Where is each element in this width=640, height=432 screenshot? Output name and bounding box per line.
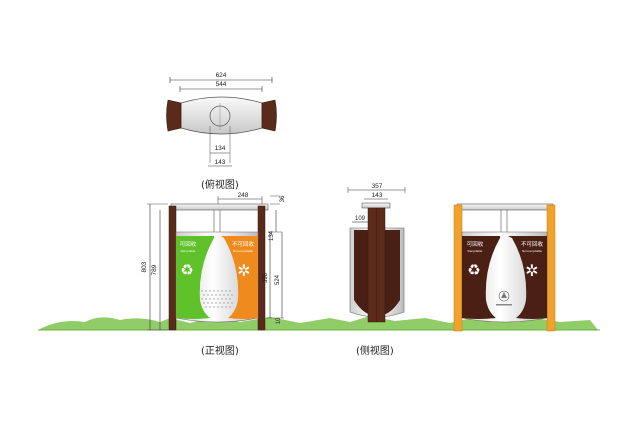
non-recyclable-label-cn: 不可回收 <box>232 240 255 248</box>
top-view: 624 544 134 143 <box>166 72 277 167</box>
dim-624: 624 <box>216 72 227 79</box>
dim-396: 396 <box>263 272 269 283</box>
render-left-post <box>453 204 463 332</box>
non-recyclable-panel <box>221 236 258 319</box>
render-top-cap <box>456 203 554 211</box>
render-recyclable-cn: 可回收 <box>467 240 484 248</box>
non-recyclable-label-en: Non-recyclable <box>233 249 253 253</box>
side-top-cap <box>361 202 391 209</box>
non-recycle-icon: ✲ <box>237 263 250 280</box>
render-recycle-icon: ♻ <box>467 262 480 279</box>
dim-36: 36 <box>280 195 286 202</box>
side-view: 357 143 109 <box>347 183 406 323</box>
dim-143-side: 143 <box>372 192 383 199</box>
render-recyclable-panel <box>462 236 500 319</box>
render-non-recyclable-cn: 不可回收 <box>521 240 544 248</box>
recyclable-label-cn: 可回收 <box>180 240 197 248</box>
recyclable-panel <box>176 236 214 319</box>
perforation-dots <box>201 290 233 308</box>
caption-top-view: (俯视图) <box>201 180 239 191</box>
color-render-view: 可回收 Recyclable ♻ 不可回收 Non-recyclable ✲ <box>453 203 556 332</box>
top-right-post <box>261 99 277 132</box>
recyclable-label-en: Recyclable <box>181 249 196 253</box>
dim-109: 109 <box>355 216 366 222</box>
dim-544: 544 <box>216 81 227 88</box>
dim-803: 803 <box>141 261 148 272</box>
render-non-recyclable-panel <box>508 236 547 319</box>
emblem-logo <box>496 290 512 306</box>
dim-357: 357 <box>372 183 383 190</box>
caption-side-view: (侧视图) <box>356 346 394 357</box>
dim-524: 524 <box>275 274 281 285</box>
dim-248: 248 <box>238 192 249 199</box>
render-recyclable-en: Recyclable <box>468 249 483 253</box>
render-non-recyclable-en: Non-recyclable <box>522 249 542 253</box>
front-top-cap <box>170 203 269 211</box>
dim-10: 10 <box>276 317 282 324</box>
caption-front-view: (正视图) <box>201 346 239 357</box>
front-right-post <box>257 205 266 331</box>
recycle-icon: ♻ <box>180 262 193 279</box>
dim-134-front: 134 <box>269 230 275 241</box>
dim-143-top: 143 <box>215 159 226 166</box>
dim-134-top: 134 <box>215 145 226 152</box>
top-body <box>180 96 263 135</box>
render-non-recycle-icon: ✲ <box>525 263 538 280</box>
top-left-post <box>166 99 182 132</box>
front-left-post <box>168 205 177 331</box>
dim-789: 789 <box>151 264 158 275</box>
front-view: 可回收 Recyclable ♻ 不可回收 Non-recyclable ✲ 2… <box>141 192 286 331</box>
render-right-post <box>546 204 556 332</box>
